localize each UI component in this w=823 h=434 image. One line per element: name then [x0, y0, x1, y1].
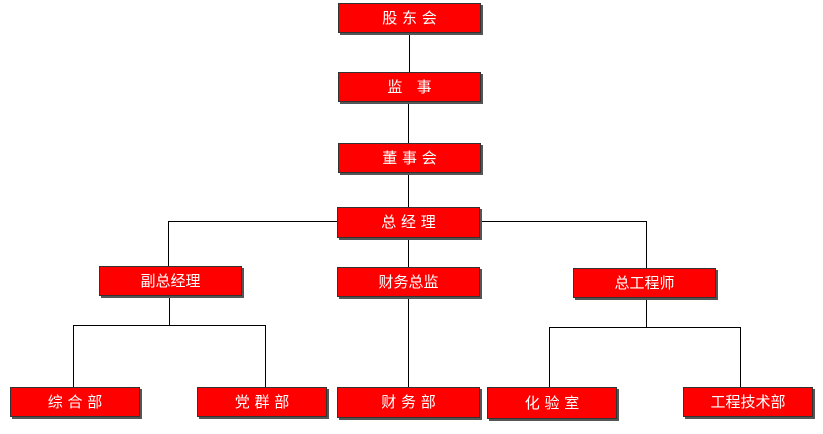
node-engineering-technology-department: 工程技术部 — [683, 387, 813, 417]
node-cfo-label: 财务总监 — [378, 272, 439, 291]
node-party-department-label: 党 群 部 — [234, 392, 290, 411]
connector-deputy-branch — [73, 325, 266, 387]
node-deputy-general-manager: 副总经理 — [99, 266, 242, 296]
node-supervisor: 监 事 — [338, 72, 481, 102]
node-gm-label: 总 经 理 — [381, 213, 436, 231]
node-chief-engineer-label: 总工程师 — [614, 273, 675, 292]
node-engineering-technology-label: 工程技术部 — [710, 392, 786, 411]
node-finance-department-label: 财 务 部 — [381, 393, 436, 411]
node-general-department-label: 综 合 部 — [47, 392, 103, 411]
node-board-label: 董 事 会 — [382, 148, 437, 167]
connector-gm-deputy — [168, 221, 337, 266]
node-board-of-directors: 董 事 会 — [338, 143, 481, 173]
connector-gm-chief-eng — [480, 221, 647, 268]
node-general-manager: 总 经 理 — [337, 207, 480, 238]
node-finance-department: 财 务 部 — [337, 387, 480, 418]
node-shareholders-label: 股 东 会 — [382, 8, 437, 27]
node-shareholders-meeting: 股 东 会 — [338, 3, 481, 33]
node-cfo: 财务总监 — [337, 267, 480, 297]
node-party-department: 党 群 部 — [197, 387, 327, 417]
node-chief-engineer: 总工程师 — [573, 268, 716, 298]
node-laboratory-label: 化 验 室 — [524, 393, 580, 412]
connector-chief-branch — [549, 327, 741, 387]
node-supervisor-label: 监 事 — [387, 77, 432, 96]
node-general-department: 综 合 部 — [10, 387, 140, 417]
node-laboratory: 化 验 室 — [487, 387, 617, 419]
node-deputy-gm-label: 副总经理 — [140, 271, 201, 290]
